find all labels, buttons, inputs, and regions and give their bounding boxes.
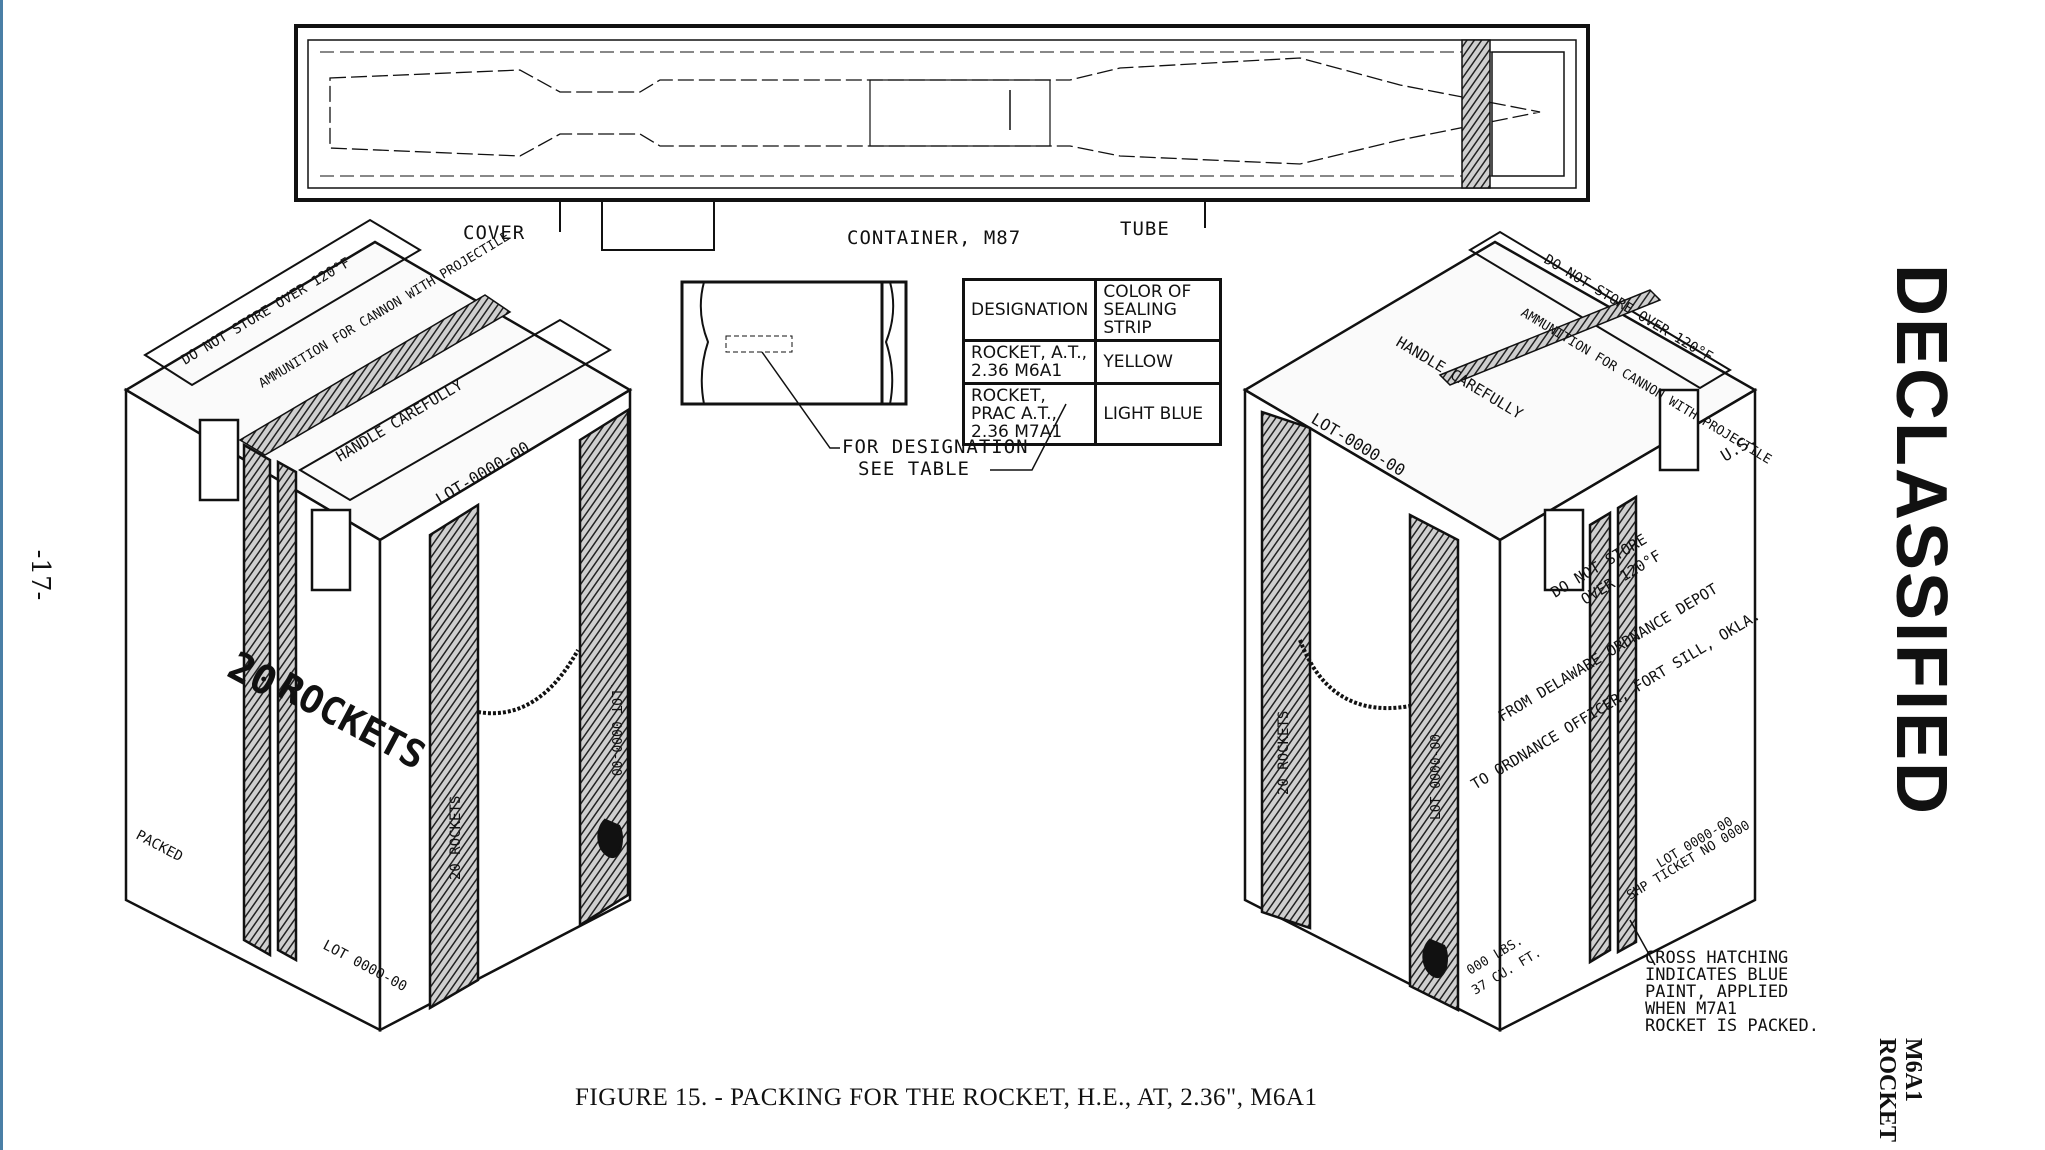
container-title: CONTAINER, M87 [847,227,1022,249]
left-crate-drawing [123,218,633,1033]
note-line2: INDICATES BLUE [1645,965,1789,985]
container-m87-drawing [294,24,1590,251]
side-title-line2: ROCKET [1874,1038,1900,1143]
left-end-lot: LOT 0000-00 [608,690,623,776]
cross-hatching-note: CROSS HATCHING INDICATES BLUE PAINT, APP… [1645,950,1819,1035]
row2-designation: ROCKET, PRAC A.T., 2.36 M7A1 [961,382,1098,446]
note-line5: ROCKET IS PACKED. [1645,1016,1819,1036]
note-line4: WHEN M7A1 [1645,999,1738,1019]
side-title-line1: M6A1 [1900,1038,1926,1102]
tube-detail-drawing [680,280,1067,471]
tube-label: TUBE [1120,218,1170,240]
cover-label: COVER [463,222,526,244]
header-color: COLOR OF SEALING STRIP [1094,278,1223,342]
declassified-stamp: DECLASSIFIED [1881,263,1961,817]
designation-table: DESIGNATION COLOR OF SEALING STRIP ROCKE… [961,278,1223,446]
page-number: -17- [25,549,55,601]
page-edge [0,0,3,1150]
header-designation: DESIGNATION [961,278,1098,342]
row1-color: YELLOW [1094,339,1223,385]
right-end-lot: LOT 0000-00 [1429,734,1444,820]
designation-note-line2: SEE TABLE [858,458,970,480]
figure-caption: FIGURE 15. - PACKING FOR THE ROCKET, H.E… [575,1084,1318,1111]
note-line3: PAINT, APPLIED [1645,982,1789,1002]
right-crate-drawing [1242,230,1758,1033]
row2-color: LIGHT BLUE [1094,382,1223,446]
left-end-stencil: 20 ROCKETS [448,796,464,880]
row1-designation: ROCKET, A.T., 2.36 M6A1 [961,339,1098,385]
side-title: M6A1 ROCKET [1874,1030,1960,1150]
right-end-stencil: 20 ROCKETS [1276,711,1292,795]
note-line1: CROSS HATCHING [1645,948,1789,968]
